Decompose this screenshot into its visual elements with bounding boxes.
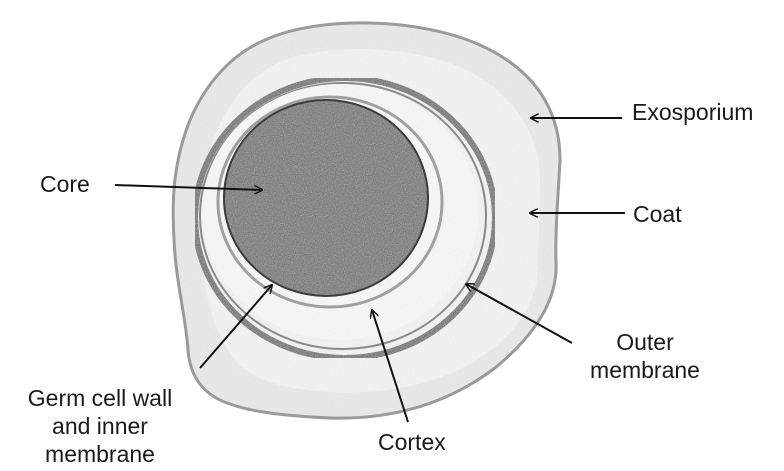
- label-outer-membrane-line1: Outer: [575, 328, 715, 356]
- label-germ-line3: membrane: [5, 440, 195, 468]
- label-outer-membrane: Outer membrane: [575, 328, 715, 384]
- label-germ-line1: Germ cell wall: [5, 384, 195, 412]
- label-coat: Coat: [633, 200, 682, 228]
- label-outer-membrane-line2: membrane: [575, 356, 715, 384]
- core: [224, 100, 428, 296]
- label-cortex: Cortex: [378, 428, 446, 456]
- label-exosporium: Exosporium: [632, 98, 753, 126]
- label-core: Core: [40, 170, 90, 198]
- label-germ-line2: and inner: [5, 412, 195, 440]
- label-germ-cell-wall: Germ cell wall and inner membrane: [5, 384, 195, 468]
